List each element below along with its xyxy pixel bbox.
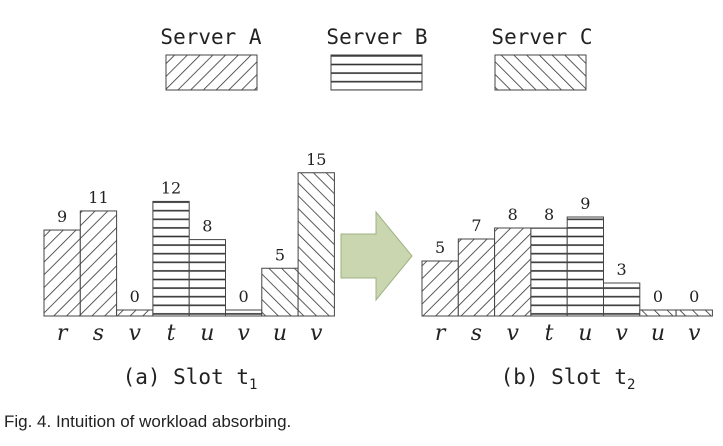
category-label-t2-3: t bbox=[545, 321, 554, 346]
category-label-t2-6: u bbox=[651, 321, 665, 346]
data-label-t1-5: 0 bbox=[239, 287, 249, 306]
data-label-t2-3: 8 bbox=[544, 205, 554, 224]
category-label-t2-7: v bbox=[688, 321, 701, 346]
data-label-t2-7: 0 bbox=[689, 287, 699, 306]
category-label-t1-6: u bbox=[273, 321, 287, 346]
data-label-t1-3: 12 bbox=[161, 178, 181, 197]
data-label-t2-1: 7 bbox=[471, 216, 481, 235]
bar-t1-6 bbox=[261, 267, 299, 317]
category-label-t2-5: v bbox=[615, 321, 628, 346]
data-label-t2-4: 9 bbox=[580, 194, 590, 213]
data-label-t1-1: 11 bbox=[88, 188, 108, 207]
category-label-t2-0: r bbox=[435, 321, 447, 346]
chart-title-t2: (b) Slot t2 bbox=[501, 365, 636, 393]
bar-t2-0 bbox=[421, 260, 459, 317]
bar-t1-0 bbox=[43, 229, 81, 317]
bar-t2-6 bbox=[639, 309, 677, 317]
data-label-t1-0: 9 bbox=[57, 207, 67, 226]
legend-swatch-server-a bbox=[165, 54, 258, 91]
bar-t2-2 bbox=[494, 227, 532, 317]
chart-slot-t1: 9 r 11 s 0 v 12 t 8 u 0 v 5 u 15 v (a) Slot t1 bbox=[43, 150, 335, 393]
bar-t1-5 bbox=[225, 309, 263, 317]
data-label-t2-0: 5 bbox=[435, 238, 445, 257]
data-label-t1-7: 15 bbox=[306, 150, 326, 169]
category-label-t2-4: u bbox=[578, 321, 592, 346]
bar-t2-5 bbox=[603, 282, 641, 317]
legend-swatch-server-c bbox=[494, 54, 587, 91]
bar-t1-1 bbox=[79, 210, 118, 317]
bar-t2-1 bbox=[457, 238, 496, 317]
category-label-t1-3: t bbox=[167, 321, 176, 346]
workload-chart: Server A Server B Server C 9 r 11 s 0 v 12 t 8 u 0… bbox=[43, 25, 713, 393]
data-label-t2-6: 0 bbox=[653, 287, 663, 306]
bar-t2-3 bbox=[530, 227, 568, 317]
category-label-t1-1: s bbox=[93, 321, 104, 346]
legend: Server A Server B Server C bbox=[160, 25, 593, 91]
bar-t1-4 bbox=[188, 239, 226, 317]
legend-label-server-b: Server B bbox=[326, 25, 427, 49]
bar-t2-4 bbox=[566, 216, 605, 317]
category-label-t1-5: v bbox=[237, 321, 250, 346]
category-label-t1-0: r bbox=[57, 321, 69, 346]
data-label-t1-4: 8 bbox=[202, 217, 212, 236]
legend-swatch-server-b bbox=[330, 54, 423, 91]
category-label-t2-2: v bbox=[507, 321, 520, 346]
chart-title-t1: (a) Slot t1 bbox=[123, 365, 258, 393]
legend-label-server-a: Server A bbox=[160, 25, 262, 49]
category-label-t1-4: u bbox=[200, 321, 214, 346]
figure-caption: Fig. 4. Intuition of workload absorbing. bbox=[4, 412, 292, 431]
bar-t1-7 bbox=[297, 172, 335, 317]
bar-t2-7 bbox=[675, 309, 713, 317]
arrow-right-icon bbox=[340, 210, 413, 302]
bar-t1-2 bbox=[116, 309, 154, 317]
data-label-t1-2: 0 bbox=[130, 287, 140, 306]
category-label-t1-2: v bbox=[129, 321, 142, 346]
category-label-t1-7: v bbox=[310, 321, 323, 346]
category-label-t2-1: s bbox=[471, 321, 482, 346]
legend-label-server-c: Server C bbox=[491, 25, 592, 49]
data-label-t2-5: 3 bbox=[617, 260, 627, 279]
chart-slot-t2: 5 r 7 s 8 v 8 t 9 u 3 v 0 u 0 v (b) Slot t2 bbox=[421, 194, 713, 393]
data-label-t2-2: 8 bbox=[508, 205, 518, 224]
bar-t1-3 bbox=[152, 200, 190, 317]
data-label-t1-6: 5 bbox=[275, 245, 285, 264]
